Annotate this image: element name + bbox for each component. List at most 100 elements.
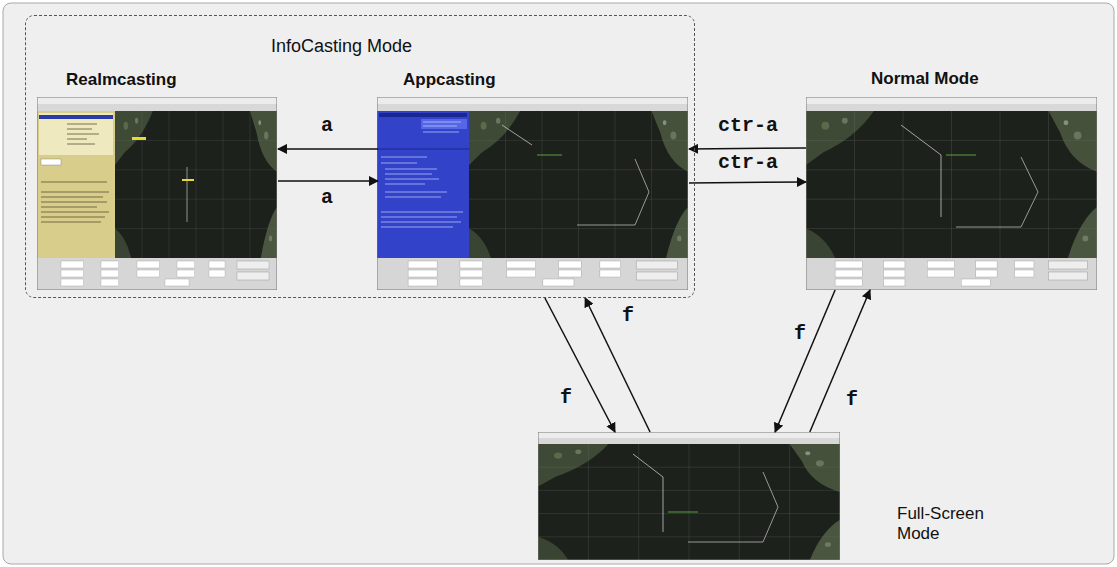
appcasting-screenshot [377, 97, 688, 290]
screenshot-box: Full-Screen Mode [538, 432, 840, 560]
normal-screenshot-part [806, 97, 1097, 104]
key-label: f [792, 323, 808, 345]
realmcasting-screenshot-part-part [41, 192, 109, 193]
appcasting-screenshot-part-part [385, 197, 441, 198]
mode-title: Appcasting [403, 70, 496, 90]
appcasting-screenshot-part [377, 97, 688, 290]
appcasting-screenshot-part-part [385, 179, 439, 180]
normal-screenshot [806, 97, 1097, 290]
appcasting-screenshot-part [377, 149, 469, 150]
realmcasting-screenshot-part [41, 124, 109, 222]
normal-screenshot-part [806, 258, 1097, 290]
appcasting-screenshot-part [377, 97, 688, 290]
fullscreen-screenshot-part [538, 432, 840, 438]
normal-screenshot-part [901, 125, 941, 217]
realmcasting-screenshot-part-part [67, 144, 95, 145]
key-label: ctr-a [716, 115, 780, 137]
realmcasting-screenshot-part [37, 258, 277, 290]
appcasting-screenshot-part [469, 111, 688, 258]
fullscreen-screenshot-part [633, 454, 663, 532]
realmcasting-screenshot-part [39, 113, 113, 155]
appcasting-screenshot-part-part [381, 227, 453, 228]
realmcasting-screenshot-part [37, 104, 277, 111]
normal-screenshot-part [806, 97, 1097, 290]
fullscreen-screenshot-part [538, 432, 840, 560]
appcasting-screenshot-part [379, 113, 467, 117]
realmcasting-screenshot-part-part [67, 134, 99, 135]
appcasting-screenshot-part [537, 155, 562, 156]
appcasting-screenshot-part [421, 119, 467, 129]
normal-screenshot-part [806, 104, 1097, 111]
mode-switch-arrow [278, 148, 378, 150]
fullscreen-screenshot-part [538, 438, 840, 444]
mode-group: InfoCasting ModeRealmcastingAppcasting [25, 15, 695, 298]
outer-frame [3, 3, 1114, 564]
appcasting-screenshot-part-part [423, 132, 459, 133]
screenshot-box: Normal Mode [806, 97, 1097, 290]
realmcasting-screenshot-part [37, 97, 277, 104]
appcasting-screenshot-part [377, 104, 688, 111]
fullscreen-screenshot-part [538, 444, 840, 560]
group-title: InfoCasting Mode [271, 36, 412, 57]
appcasting-screenshot-part [381, 122, 463, 227]
normal-screenshot-part [806, 97, 1097, 290]
mode-title: Realmcasting [66, 70, 177, 90]
realmcasting-screenshot-part-part [41, 182, 107, 183]
fullscreen-screenshot-part [538, 432, 840, 560]
appcasting-screenshot-part-part [381, 157, 427, 158]
realmcasting-screenshot-part-part [67, 129, 92, 130]
mode-title: Normal Mode [871, 69, 979, 89]
normal-screenshot-part [806, 111, 1097, 258]
realmcasting-screenshot-part-part [67, 139, 87, 140]
screenshot-box: Appcasting [378, 98, 689, 291]
realmcasting-screenshot-part-part [67, 124, 97, 125]
realmcasting-screenshot-part-part [41, 197, 103, 198]
normal-screenshot-part [946, 155, 976, 156]
fullscreen-screenshot [538, 432, 840, 560]
appcasting-screenshot-part-part [385, 174, 432, 175]
key-label: f [620, 305, 636, 327]
realmcasting-screenshot-part [132, 137, 146, 140]
appcasting-screenshot-part-part [423, 122, 461, 123]
appcasting-screenshot-part-part [381, 212, 463, 213]
key-label: a [319, 115, 335, 137]
realmcasting-screenshot-part [37, 97, 277, 290]
appcasting-screenshot-part [577, 159, 649, 225]
key-label: ctr-a [716, 152, 780, 174]
appcasting-screenshot-part-part [381, 222, 461, 223]
mode-switch-arrow [278, 180, 378, 182]
appcasting-screenshot-part-part [385, 184, 425, 185]
key-label: f [558, 387, 574, 409]
realmcasting-screenshot-part-part [41, 202, 107, 203]
fullscreen-screenshot-part [688, 472, 778, 542]
realmcasting-screenshot-part [187, 167, 188, 222]
mode-switch-arrow [689, 182, 806, 183]
mode-switch-arrow [545, 298, 615, 432]
appcasting-screenshot-part [377, 258, 688, 290]
appcasting-screenshot-part [377, 97, 688, 104]
mode-title: Full-Screen Mode [897, 504, 997, 545]
normal-screenshot-part [956, 157, 1038, 227]
realmcasting-screenshot-part [39, 115, 113, 119]
appcasting-screenshot-part-part [385, 192, 447, 193]
screenshot-box: Realmcasting [38, 98, 278, 291]
realmcasting-screenshot-part [37, 97, 277, 290]
mode-switch-arrow [810, 290, 870, 432]
appcasting-screenshot-part [377, 111, 469, 258]
appcasting-screenshot-part-part [423, 126, 457, 127]
mode-switch-arrow [689, 148, 806, 149]
realmcasting-screenshot [37, 97, 277, 290]
mode-switch-arrow [585, 298, 650, 432]
appcasting-screenshot-part-part [385, 169, 437, 170]
appcasting-screenshot-part-part [381, 217, 457, 218]
realmcasting-screenshot-part-part [41, 222, 101, 223]
appcasting-screenshot-part [502, 125, 532, 145]
key-label: f [844, 389, 860, 411]
realmcasting-screenshot-part-part [41, 207, 97, 208]
realmcasting-screenshot-part-part [41, 212, 109, 213]
realmcasting-screenshot-part [37, 111, 115, 258]
realmcasting-screenshot-part-part [41, 217, 105, 218]
mode-switch-arrow [775, 290, 835, 432]
realmcasting-screenshot-part [41, 159, 61, 165]
